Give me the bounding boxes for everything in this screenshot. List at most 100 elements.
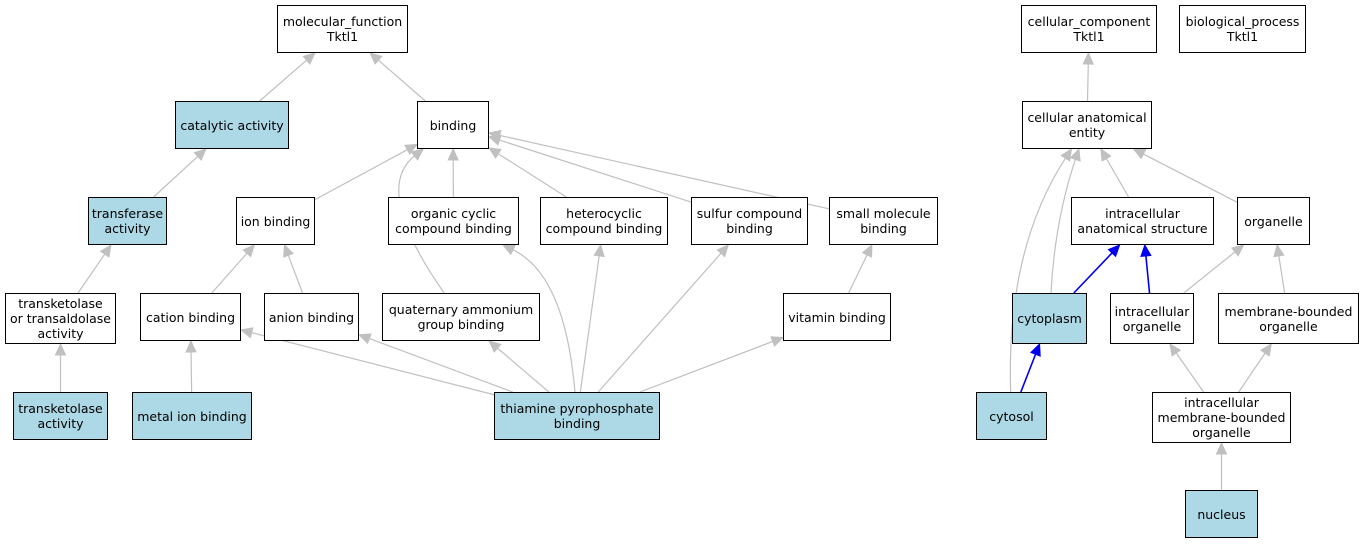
arrowhead-cae-to-cc <box>1082 51 1095 65</box>
arrowhead-io-to-ias <box>1140 243 1152 258</box>
edge-cyto-to-cae <box>1050 159 1076 294</box>
node-label-line: catalytic activity <box>180 117 284 133</box>
node-label-line: molecular_function <box>282 14 403 29</box>
node-label-line: transketolase <box>18 296 103 311</box>
node-label-line: metal ion binding <box>137 408 247 424</box>
arrowhead-tra-to-cat <box>193 148 207 162</box>
node-label-line: organelle <box>1259 318 1318 334</box>
edge-tpp-to-ani <box>369 337 513 393</box>
arrowhead-ion-to-bind <box>404 143 419 156</box>
arrowhead-tkta-to-tra <box>99 244 112 258</box>
edge-vit-to-sml <box>848 254 868 294</box>
edge-ias-to-cae <box>1105 158 1130 198</box>
arrowhead-tkt-to-tkta <box>54 342 67 356</box>
node-label-line: ion binding <box>240 213 311 229</box>
node-anion-binding[interactable]: anion binding <box>264 293 359 341</box>
node-label-line: binding <box>860 221 907 236</box>
node-ion-binding[interactable]: ion binding <box>236 197 315 245</box>
arrowhead-cati-to-ion <box>242 244 256 258</box>
edge-sml-to-bind <box>499 134 830 210</box>
arrowhead-bind-to-mf <box>369 52 383 65</box>
node-cytoplasm[interactable]: cytoplasm <box>1012 293 1087 344</box>
node-label-line: heterocyclic <box>566 206 642 221</box>
node-label-line: intracellular <box>1114 303 1190 319</box>
arrowhead-cyto-to-ias <box>1107 244 1121 258</box>
node-label-line: activity <box>104 221 151 236</box>
node-label-line: transketolase <box>18 401 103 416</box>
arrowhead-cys-to-cae <box>1060 147 1073 162</box>
node-binding[interactable]: binding <box>417 101 489 149</box>
node-label-line: cation binding <box>145 309 236 325</box>
arrowhead-tpp-to-sul <box>716 244 730 258</box>
node-label-line: organelle <box>1122 318 1182 334</box>
edge-mbo-to-org <box>1278 255 1286 294</box>
arrowhead-tpp-to-qua <box>488 340 502 353</box>
node-label-line: binding <box>429 117 477 133</box>
node-label-line: activity <box>37 326 84 341</box>
node-label-line: compound binding <box>545 221 663 236</box>
node-label-line: Tktl1 <box>326 29 359 44</box>
node-cation-binding[interactable]: cation binding <box>140 293 241 341</box>
node-label-line: thiamine pyrophosphate <box>500 401 654 416</box>
node-label-line: small molecule <box>836 206 931 221</box>
edge-sul-to-bind <box>499 139 692 203</box>
edge-cys-to-cae <box>1009 157 1066 393</box>
arrowhead-tpp-to-ani <box>357 333 372 345</box>
node-label-line: Tktl1 <box>1226 29 1259 44</box>
node-label-line: intracellular <box>1184 395 1259 410</box>
edge-het-to-bind <box>497 153 567 198</box>
node-label-line: membrane-bounded <box>1157 410 1286 425</box>
node-cytosol[interactable]: cytosol <box>976 392 1047 440</box>
arrowhead-tpp-to-occ <box>501 244 516 256</box>
node-label-line: organelle <box>1192 425 1251 440</box>
node-label-line: quaternary ammonium <box>388 302 534 317</box>
node-label-line: entity <box>1068 125 1106 140</box>
node-vitamin-binding[interactable]: vitamin binding <box>783 293 891 341</box>
node-catalytic-activity[interactable]: catalytic activity <box>175 101 289 149</box>
node-nucleus[interactable]: nucleus <box>1185 490 1258 538</box>
edge-ani-to-ion <box>287 255 304 294</box>
node-organelle[interactable]: organelle <box>1237 197 1310 245</box>
node-label-line: sulfur compound <box>696 206 803 221</box>
edge-tra-to-cat <box>153 156 199 198</box>
edge-cys-to-cyto <box>1020 353 1037 393</box>
edge-tpp-to-qua <box>497 347 550 393</box>
node-label-line: group binding <box>417 317 505 332</box>
node-metal-ion-binding[interactable]: metal ion binding <box>132 392 252 440</box>
edge-tpp-to-het <box>579 255 600 393</box>
edge-io-to-org <box>1183 251 1236 294</box>
edge-cyto-to-ias <box>1073 252 1113 294</box>
node-label-line: cytoplasm <box>1017 311 1082 326</box>
edge-bind-to-mf <box>378 59 426 102</box>
node-label-line: binding <box>726 221 773 236</box>
arrowhead-vit-to-sml <box>861 243 873 258</box>
node-label-line: anatomical structure <box>1077 221 1208 236</box>
node-label-line: cytosol <box>989 408 1034 424</box>
node-label-line: organic cyclic <box>410 206 497 221</box>
arrowhead-ias-to-cae <box>1100 147 1112 162</box>
node-label-line: transferase <box>91 206 164 221</box>
arrowhead-cys-to-cyto <box>1030 342 1041 357</box>
arrowhead-io-to-org <box>1231 244 1245 257</box>
edge-tkta-to-tra <box>77 253 106 294</box>
edge-org-to-cae <box>1143 153 1238 203</box>
